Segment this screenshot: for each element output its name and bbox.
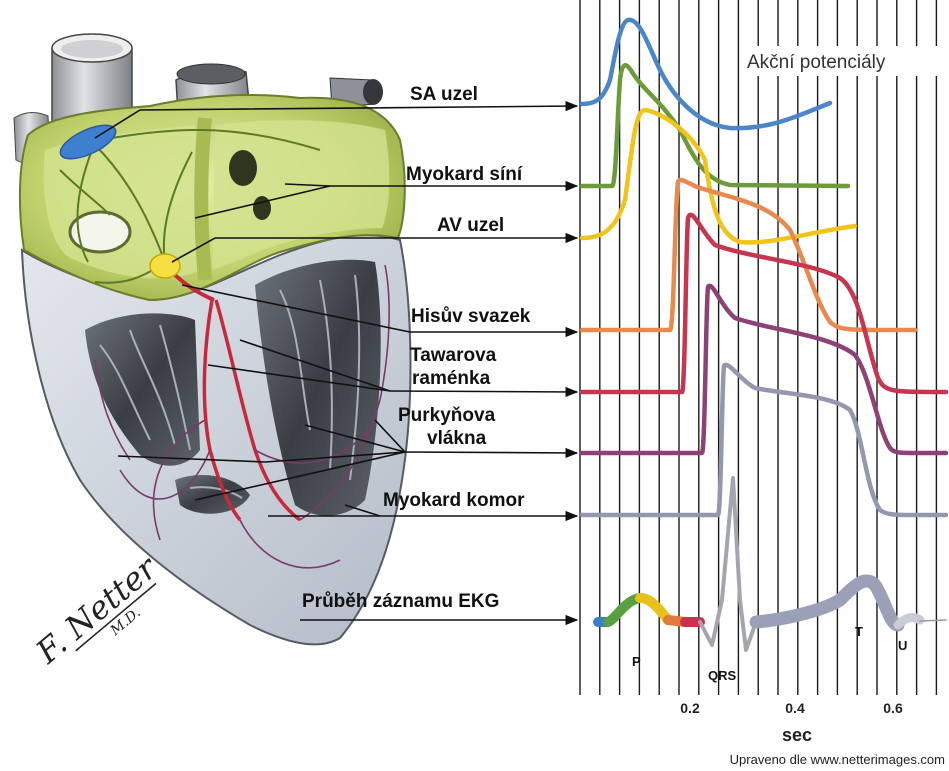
ekg-trace bbox=[598, 478, 946, 650]
pulmonary-vein-upper-opening bbox=[363, 79, 383, 105]
atrial-opening bbox=[229, 150, 257, 186]
label-tawara-line2: raménka bbox=[412, 368, 491, 389]
label-atrial-myocardium: Myokard síní bbox=[406, 164, 523, 185]
ventricular-action-potential bbox=[582, 365, 946, 515]
label-av-node: AV uzel bbox=[437, 215, 504, 236]
label-tawara-line1: Tawarova bbox=[410, 345, 497, 366]
label-his-bundle: Hisův svazek bbox=[411, 306, 531, 327]
time-axis: 0.2 0.4 0.6 sec bbox=[680, 700, 903, 745]
label-ventricular-myocardium: Myokard komor bbox=[383, 490, 525, 511]
ekg-label-p: P bbox=[632, 654, 641, 669]
av-node bbox=[150, 254, 180, 278]
source-credit: Upraveno dle www.netterimages.com bbox=[730, 752, 945, 767]
ekg-p-segment-yellow bbox=[640, 598, 668, 620]
ekg-label-t: T bbox=[855, 624, 863, 639]
action-potential-curves bbox=[582, 20, 946, 515]
time-axis-unit: sec bbox=[782, 725, 812, 745]
purkinje-action-potential bbox=[582, 286, 946, 453]
atrial-opening bbox=[253, 196, 271, 220]
aorta-lumen bbox=[61, 40, 123, 58]
interatrial-septum bbox=[201, 118, 205, 280]
ekg-label-u: U bbox=[898, 638, 907, 653]
ekg-wave-labels: P QRS T U bbox=[632, 624, 907, 683]
purkinje-pointer bbox=[405, 452, 577, 453]
ekg-label-qrs: QRS bbox=[708, 668, 737, 683]
tick-label: 0.2 bbox=[680, 700, 700, 716]
heart-illustration bbox=[14, 34, 410, 644]
pulmonary-trunk-opening bbox=[177, 64, 245, 84]
tick-label: 0.4 bbox=[785, 700, 805, 716]
signature: F. Netter M.D. bbox=[28, 548, 176, 685]
label-sa-node: SA uzel bbox=[410, 84, 478, 105]
ekg-qrs-complex bbox=[700, 478, 756, 650]
ekg-baseline-tail bbox=[920, 620, 946, 621]
label-purkinje-line1: Purkyňova bbox=[398, 405, 496, 426]
label-ekg: Průběh záznamu EKG bbox=[302, 591, 499, 612]
tick-label: 0.6 bbox=[883, 700, 903, 716]
action-potentials-title: Akční potenciály bbox=[747, 52, 886, 73]
signature-name: F. Netter bbox=[28, 548, 165, 672]
label-purkinje-line2: vlákna bbox=[427, 428, 487, 449]
tawara-pointer bbox=[390, 391, 577, 392]
ekg-p-segment-green bbox=[608, 598, 640, 622]
